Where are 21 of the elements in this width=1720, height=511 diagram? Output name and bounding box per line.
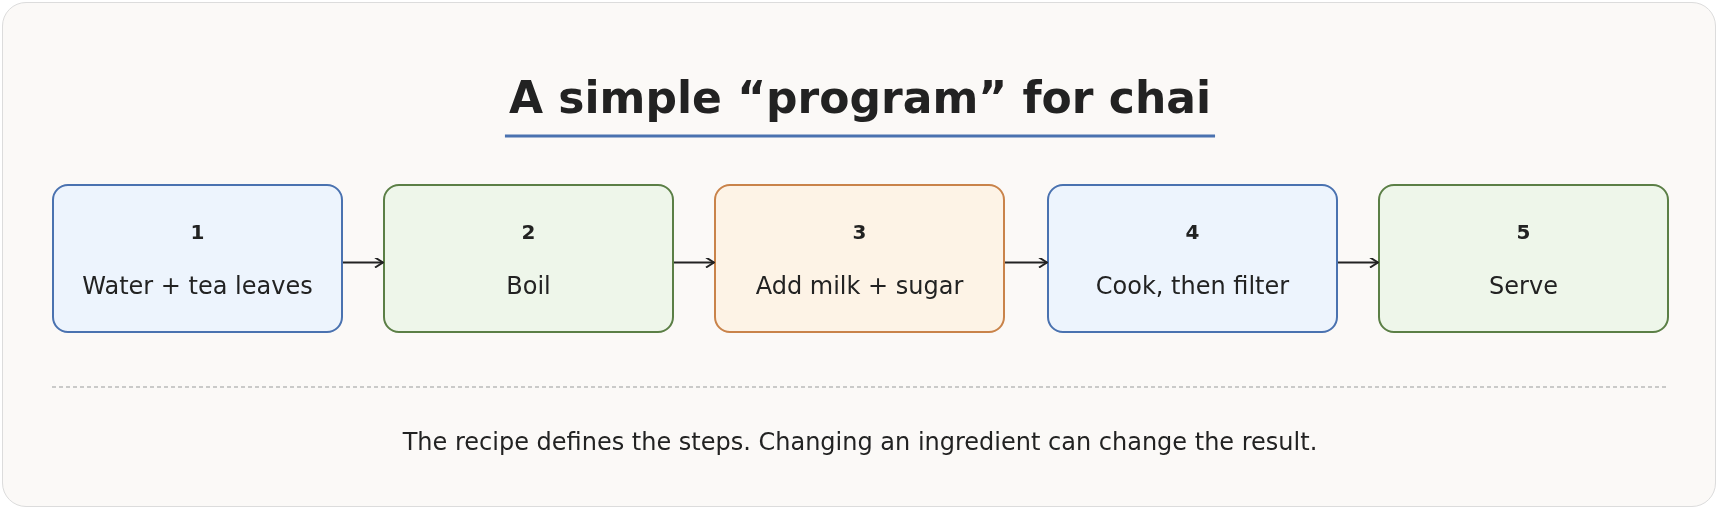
step-box [1047,184,1338,333]
step-label: Water + tea leaves [81,272,314,300]
arrow [342,256,384,269]
arrow [1004,256,1048,269]
step-label: Add milk + sugar [754,272,965,300]
step-label: Boil [505,272,552,300]
title: A simple “program” for chai [508,72,1212,123]
step-number: 5 [1515,220,1532,244]
step-box [714,184,1005,333]
step-label: Cook, then filter [1094,272,1291,300]
arrow [673,256,715,269]
step-number: 1 [189,220,206,244]
caption: The recipe defines the steps. Changing an ingredient can change the result. [402,428,1318,456]
step-number: 2 [520,220,537,244]
step-number: 4 [1184,220,1201,244]
step-number: 3 [851,220,868,244]
step-box [1378,184,1669,333]
step-box [52,184,343,333]
arrow [1337,256,1379,269]
step-label: Serve [1488,272,1559,300]
step-box [383,184,674,333]
